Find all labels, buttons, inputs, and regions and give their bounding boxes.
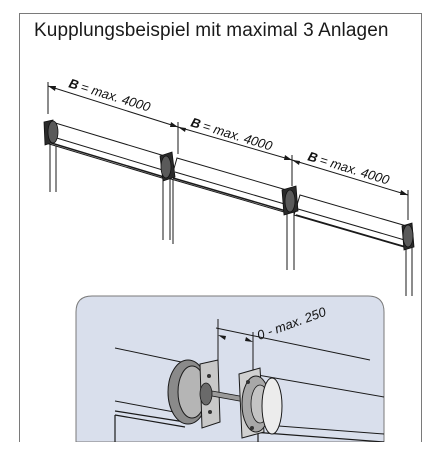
detail-inset: 0 - max. 250 <box>75 295 385 442</box>
right-bracket-head <box>238 367 283 439</box>
brackets <box>43 119 415 251</box>
diagram-frame: Kupplungsbeispiel mit maximal 3 Anlagen … <box>19 13 422 442</box>
roller-tube-1 <box>45 121 169 179</box>
diagram-title: Kupplungsbeispiel mit maximal 3 Anlagen <box>34 20 389 41</box>
roller-tube-3 <box>293 194 411 248</box>
dimension-arrows <box>48 86 408 195</box>
dimension-lines <box>47 82 409 220</box>
left-motor-head <box>167 359 221 429</box>
dimension-label-1: B= max. 4000 <box>67 76 153 115</box>
roller-tube-2 <box>170 157 291 213</box>
svg-text:B= max. 4000: B= max. 4000 <box>67 76 153 115</box>
coupling-diagram: B= max. 4000 B= max. 4000 B= max. 4000 <box>43 76 415 442</box>
blind-fabric-lines <box>49 144 413 296</box>
